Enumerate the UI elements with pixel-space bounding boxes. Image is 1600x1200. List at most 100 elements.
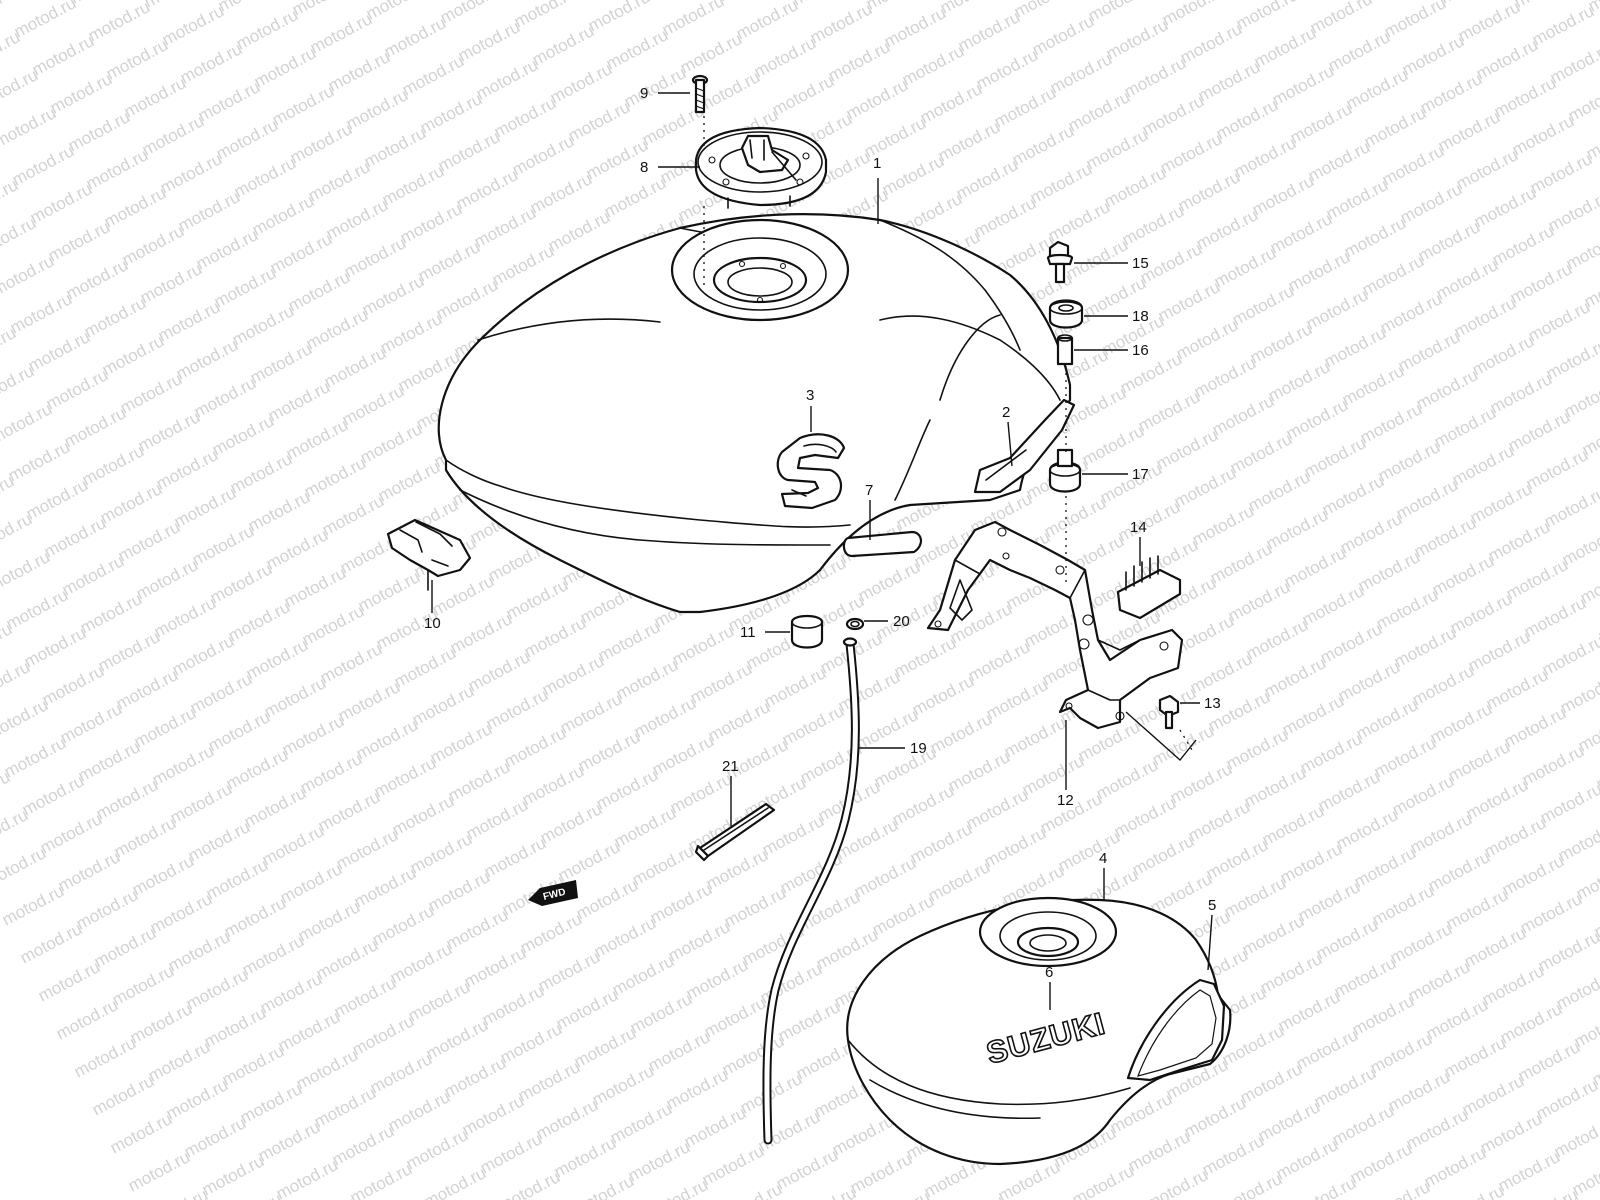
watermark-text: motod.ru (1519, 741, 1587, 789)
watermark-text: motod.ru (1485, 517, 1553, 565)
watermark-text: motod.ru (193, 225, 261, 273)
watermark-text: motod.ru (9, 141, 77, 189)
part-19-hose (762, 637, 860, 1145)
watermark-text: motod.ru (329, 1121, 397, 1169)
watermark-text: motod.ru (1427, 699, 1495, 747)
watermark-text: motod.ru (497, 1019, 565, 1067)
watermark-text: motod.ru (925, 857, 993, 905)
watermark-text: motod.ru (1507, 259, 1575, 307)
watermark-text: motod.ru (1385, 1067, 1453, 1115)
watermark-text: motod.ru (791, 1183, 859, 1200)
watermark-text: motod.ru (1329, 1101, 1397, 1149)
watermark-text: motod.ru (43, 365, 111, 413)
watermark-text: motod.ru (1065, 87, 1133, 135)
watermark-text: motod.ru (551, 1133, 619, 1181)
watermark-text: motod.ru (1511, 0, 1579, 12)
watermark-text: motod.ru (1391, 623, 1459, 671)
watermark-text: motod.ru (1085, 0, 1153, 26)
watermark-text: motod.ru (847, 1149, 915, 1197)
watermark-text: motod.ru (509, 131, 577, 179)
watermark-text: motod.ru (1355, 547, 1423, 595)
watermark-text: motod.ru (1335, 657, 1403, 705)
watermark-text: motod.ru (349, 1011, 417, 1059)
part-15-bolt (1046, 240, 1074, 284)
watermark-text: motod.ru (1415, 217, 1483, 265)
watermark-text: motod.ru (521, 613, 589, 661)
watermark-text: motod.ru (721, 883, 789, 931)
watermark-text: motod.ru (665, 917, 733, 965)
watermark-text: motod.ru (761, 663, 829, 711)
watermark-text: motod.ru (1361, 103, 1429, 151)
watermark-text: motod.ru (81, 293, 149, 341)
watermark-text: motod.ru (311, 1083, 379, 1131)
watermark-text: motod.ru (695, 67, 763, 115)
watermark-text: motod.ru (601, 173, 669, 221)
watermark-text: motod.ru (99, 331, 167, 379)
watermark-text: motod.ru (283, 415, 351, 463)
watermark-text: motod.ru (1069, 1161, 1137, 1200)
watermark-text: motod.ru (1, 733, 69, 781)
watermark-text: motod.ru (835, 667, 903, 715)
watermark-text: motod.ru (1487, 369, 1555, 417)
watermark-text: motod.ru (293, 1045, 361, 1093)
watermark-text: motod.ru (409, 681, 477, 729)
callout-19: 19 (910, 740, 927, 757)
watermark-text: motod.ru (95, 627, 163, 675)
watermark-text: motod.ru (825, 37, 893, 85)
callout-3: 3 (806, 387, 814, 404)
watermark-text: motod.ru (433, 275, 501, 323)
watermark-text: motod.ru (79, 441, 147, 489)
watermark-text: motod.ru (141, 0, 209, 12)
watermark-text: motod.ru (829, 1111, 897, 1159)
watermark-text: motod.ru (491, 93, 559, 141)
watermark-text: motod.ru (555, 837, 623, 885)
watermark-text: motod.ru (1451, 293, 1519, 341)
watermark-text: motod.ru (0, 547, 53, 595)
watermark-text: motod.ru (1543, 335, 1600, 383)
watermark-text: motod.ru (107, 1109, 175, 1157)
watermark-text: motod.ru (333, 825, 401, 873)
watermark-text: motod.ru (1001, 713, 1069, 761)
watermark-text: motod.ru (157, 149, 225, 197)
watermark-text: motod.ru (1505, 407, 1573, 455)
watermark-text: motod.ru (203, 855, 271, 903)
watermark-text: motod.ru (313, 935, 381, 983)
watermark-text: motod.ru (1533, 1075, 1600, 1123)
watermark-text: motod.ru (0, 881, 67, 929)
watermark-text: motod.ru (591, 913, 659, 961)
watermark-text: motod.ru (97, 479, 165, 527)
watermark-text: motod.ru (29, 31, 97, 79)
watermark-text: motod.ru (1479, 961, 1547, 1009)
watermark-text: motod.ru (301, 453, 369, 501)
watermark-text: motod.ru (613, 655, 681, 703)
watermark-text: motod.ru (191, 373, 259, 421)
watermark-text: motod.ru (119, 221, 187, 269)
watermark-text: motod.ru (417, 89, 485, 137)
watermark-text: motod.ru (73, 885, 141, 933)
watermark-text: motod.ru (681, 1103, 749, 1151)
callout-16: 16 (1132, 342, 1149, 359)
part-9-screw (691, 74, 709, 114)
watermark-text: motod.ru (631, 693, 699, 741)
watermark-text: motod.ru (63, 255, 131, 303)
watermark-text: motod.ru (683, 955, 751, 1003)
watermark-text: motod.ru (1193, 205, 1261, 253)
watermark-text: motod.ru (955, 7, 1023, 55)
watermark-text: motod.ru (11, 0, 79, 42)
watermark-text: motod.ru (1467, 479, 1535, 527)
watermark-text: motod.ru (211, 263, 279, 311)
watermark-text: motod.ru (889, 781, 957, 829)
watermark-text: motod.ru (981, 823, 1049, 871)
watermark-text: motod.ru (231, 153, 299, 201)
part-10-clip (386, 518, 472, 591)
watermark-text: motod.ru (175, 187, 243, 235)
watermark-text: motod.ru (93, 775, 161, 823)
watermark-text: motod.ru (169, 631, 237, 679)
watermark-text: motod.ru (173, 335, 241, 383)
callout-9: 9 (640, 85, 648, 102)
watermark-text: motod.ru (1547, 39, 1600, 87)
watermark-text: motod.ru (1343, 65, 1411, 113)
watermark-text: motod.ru (603, 25, 671, 73)
watermark-text: motod.ru (341, 233, 409, 281)
watermark-text: motod.ru (1265, 357, 1333, 405)
